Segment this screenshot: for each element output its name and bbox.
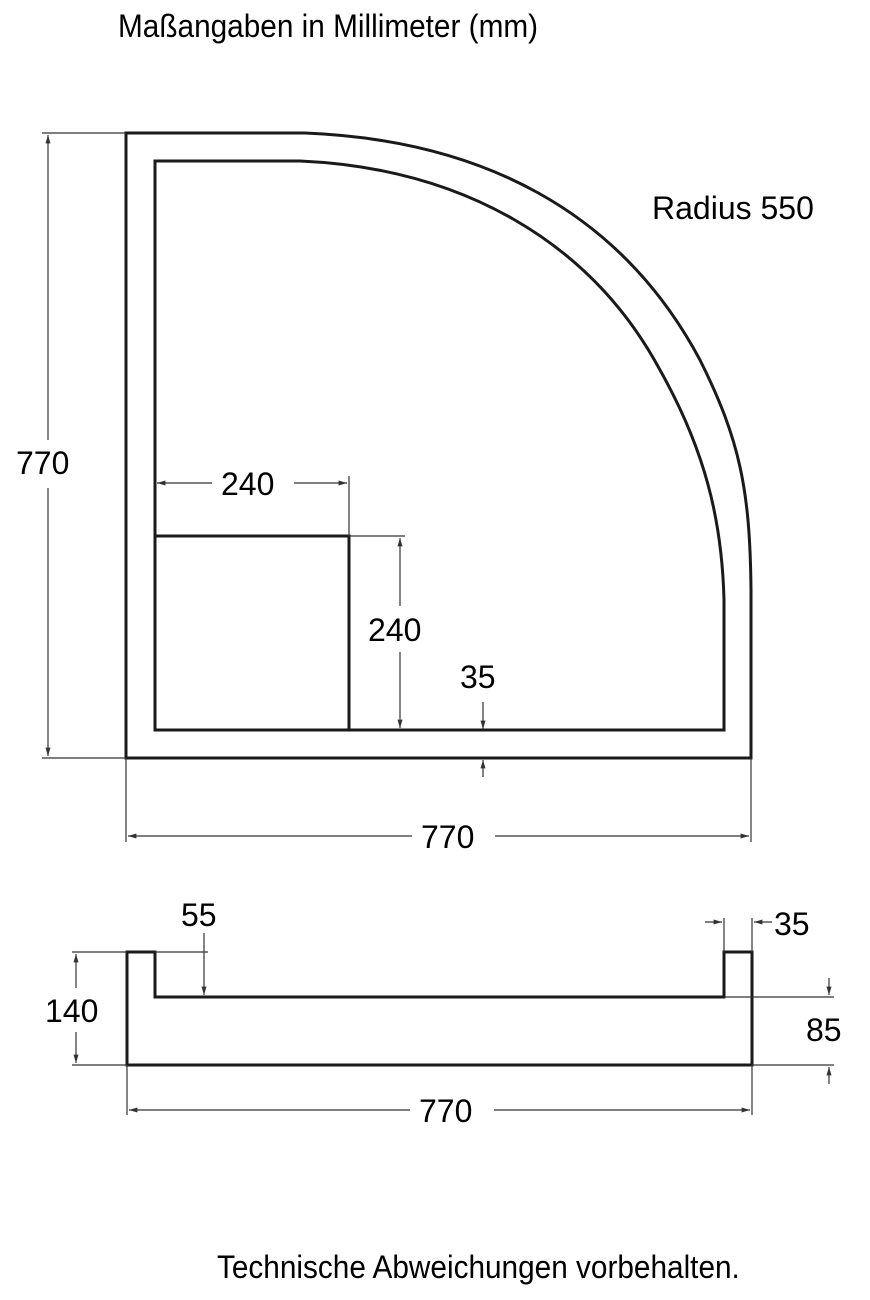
seat-square [155,534,351,730]
side-width-dimension [126,1065,753,1115]
base-height-dimension [724,978,834,1084]
rim-width-dimension [705,918,772,952]
seat-depth-label: 240 [368,612,421,648]
tray-inner-outline [153,159,726,732]
total-height-dimension [72,951,127,1066]
radius-label: Radius 550 [652,190,814,226]
width-dimension [125,758,752,842]
disclaimer-note: Technische Abweichungen vorbehalten. [217,1249,740,1285]
rim-height-label: 55 [181,897,217,933]
page-title: Maßangaben in Millimeter (mm) [118,8,539,44]
rim-height-dimension [155,933,208,995]
seat-width-dimension [157,476,350,536]
total-height-label: 140 [45,993,98,1029]
rim-width-label: 35 [774,906,810,942]
side-profile [125,950,754,1067]
tray-outer-outline [124,131,753,760]
side-width-label: 770 [419,1093,472,1129]
height-dimension [42,132,126,759]
rim-label: 35 [460,659,496,695]
top-view: 770 240 240 35 770 Radius 550 [16,131,814,855]
seat-depth-dimension [349,535,405,728]
height-label: 770 [16,445,69,481]
seat-width-label: 240 [221,466,274,502]
width-label: 770 [421,819,474,855]
base-height-label: 85 [806,1012,842,1048]
side-view: 140 55 35 85 770 [45,897,842,1129]
